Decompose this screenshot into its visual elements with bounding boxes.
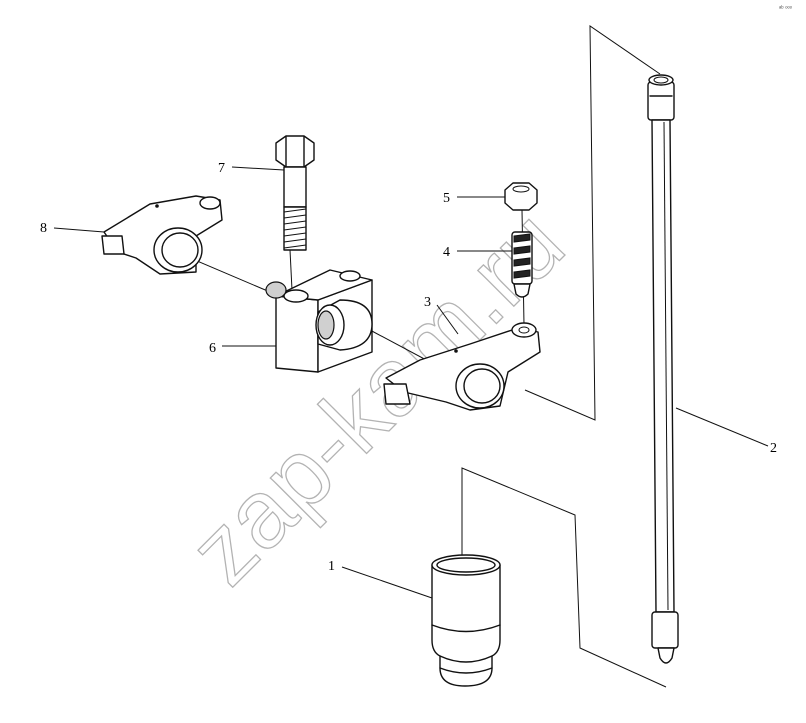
tappet-top-inner	[436, 557, 496, 573]
part-labels: 1 2 3 4 5 6 7 8	[40, 161, 777, 574]
leader-1	[341, 566, 433, 599]
label-part-4: 4	[443, 245, 450, 260]
bolt-head	[275, 135, 315, 168]
tappet-groove-line	[439, 655, 493, 663]
leader-7	[231, 166, 285, 171]
bolt	[275, 135, 315, 251]
push-rod-top-cup	[647, 81, 675, 121]
tappet	[431, 554, 501, 687]
screw-thread-marks	[513, 233, 531, 279]
rocker-arm-left	[101, 195, 223, 275]
right-arm-oil-hole	[454, 349, 458, 353]
right-arm-screw-hole	[518, 326, 530, 334]
assembly-line-tappet	[461, 467, 667, 688]
push-rod-shaft	[651, 119, 675, 613]
label-part-3: 3	[424, 295, 431, 310]
leader-lines	[53, 166, 769, 599]
rocker-arm-right	[383, 322, 541, 411]
right-arm-screw-boss	[511, 322, 537, 338]
bolt-thread-lines	[283, 208, 307, 249]
left-arm-bore-inner	[161, 232, 199, 268]
nut-body	[504, 182, 538, 211]
push-rod	[647, 74, 679, 664]
bolt-shank	[283, 166, 307, 208]
assembly-lines	[175, 25, 667, 688]
leader-2	[675, 407, 769, 447]
adjusting-screw	[511, 231, 533, 298]
support-left-boss	[265, 281, 287, 299]
assembly-line-bolt	[289, 249, 293, 291]
push-rod-top-rim	[648, 74, 674, 86]
right-arm-bore-inner	[463, 368, 501, 404]
support-front-face	[275, 295, 319, 373]
leader-3	[436, 304, 459, 335]
left-arm-oil-hole	[155, 204, 159, 208]
support-bolt-hole	[283, 289, 309, 303]
tappet-step-line	[431, 624, 501, 633]
push-rod-shaft-highlight	[663, 121, 669, 611]
screw-ball-end	[513, 283, 531, 298]
leader-8	[53, 227, 105, 233]
push-rod-top-socket	[653, 76, 669, 84]
right-arm-tip	[383, 383, 411, 405]
support-oil-hole	[339, 270, 361, 282]
support-shaft-ring	[317, 310, 335, 340]
label-part-6: 6	[209, 341, 216, 356]
label-part-1: 1	[328, 559, 335, 574]
tappet-bottom-line	[439, 667, 493, 674]
corner-mark: ᵃᵇ ᵒᵒᵒ	[779, 6, 792, 12]
label-part-2: 2	[770, 441, 777, 456]
left-arm-tip	[101, 235, 125, 255]
left-arm-screw-boss	[199, 196, 221, 210]
rocker-support	[265, 269, 373, 373]
label-part-5: 5	[443, 191, 450, 206]
label-part-8: 8	[40, 221, 47, 236]
label-part-7: 7	[218, 161, 225, 176]
tappet-body	[431, 564, 501, 687]
nut	[504, 182, 538, 211]
assembly-line-pushrod-top	[524, 25, 661, 421]
push-rod-ball-end	[657, 647, 675, 664]
push-rod-bottom-cup	[651, 611, 679, 649]
nut-hole	[512, 185, 530, 193]
